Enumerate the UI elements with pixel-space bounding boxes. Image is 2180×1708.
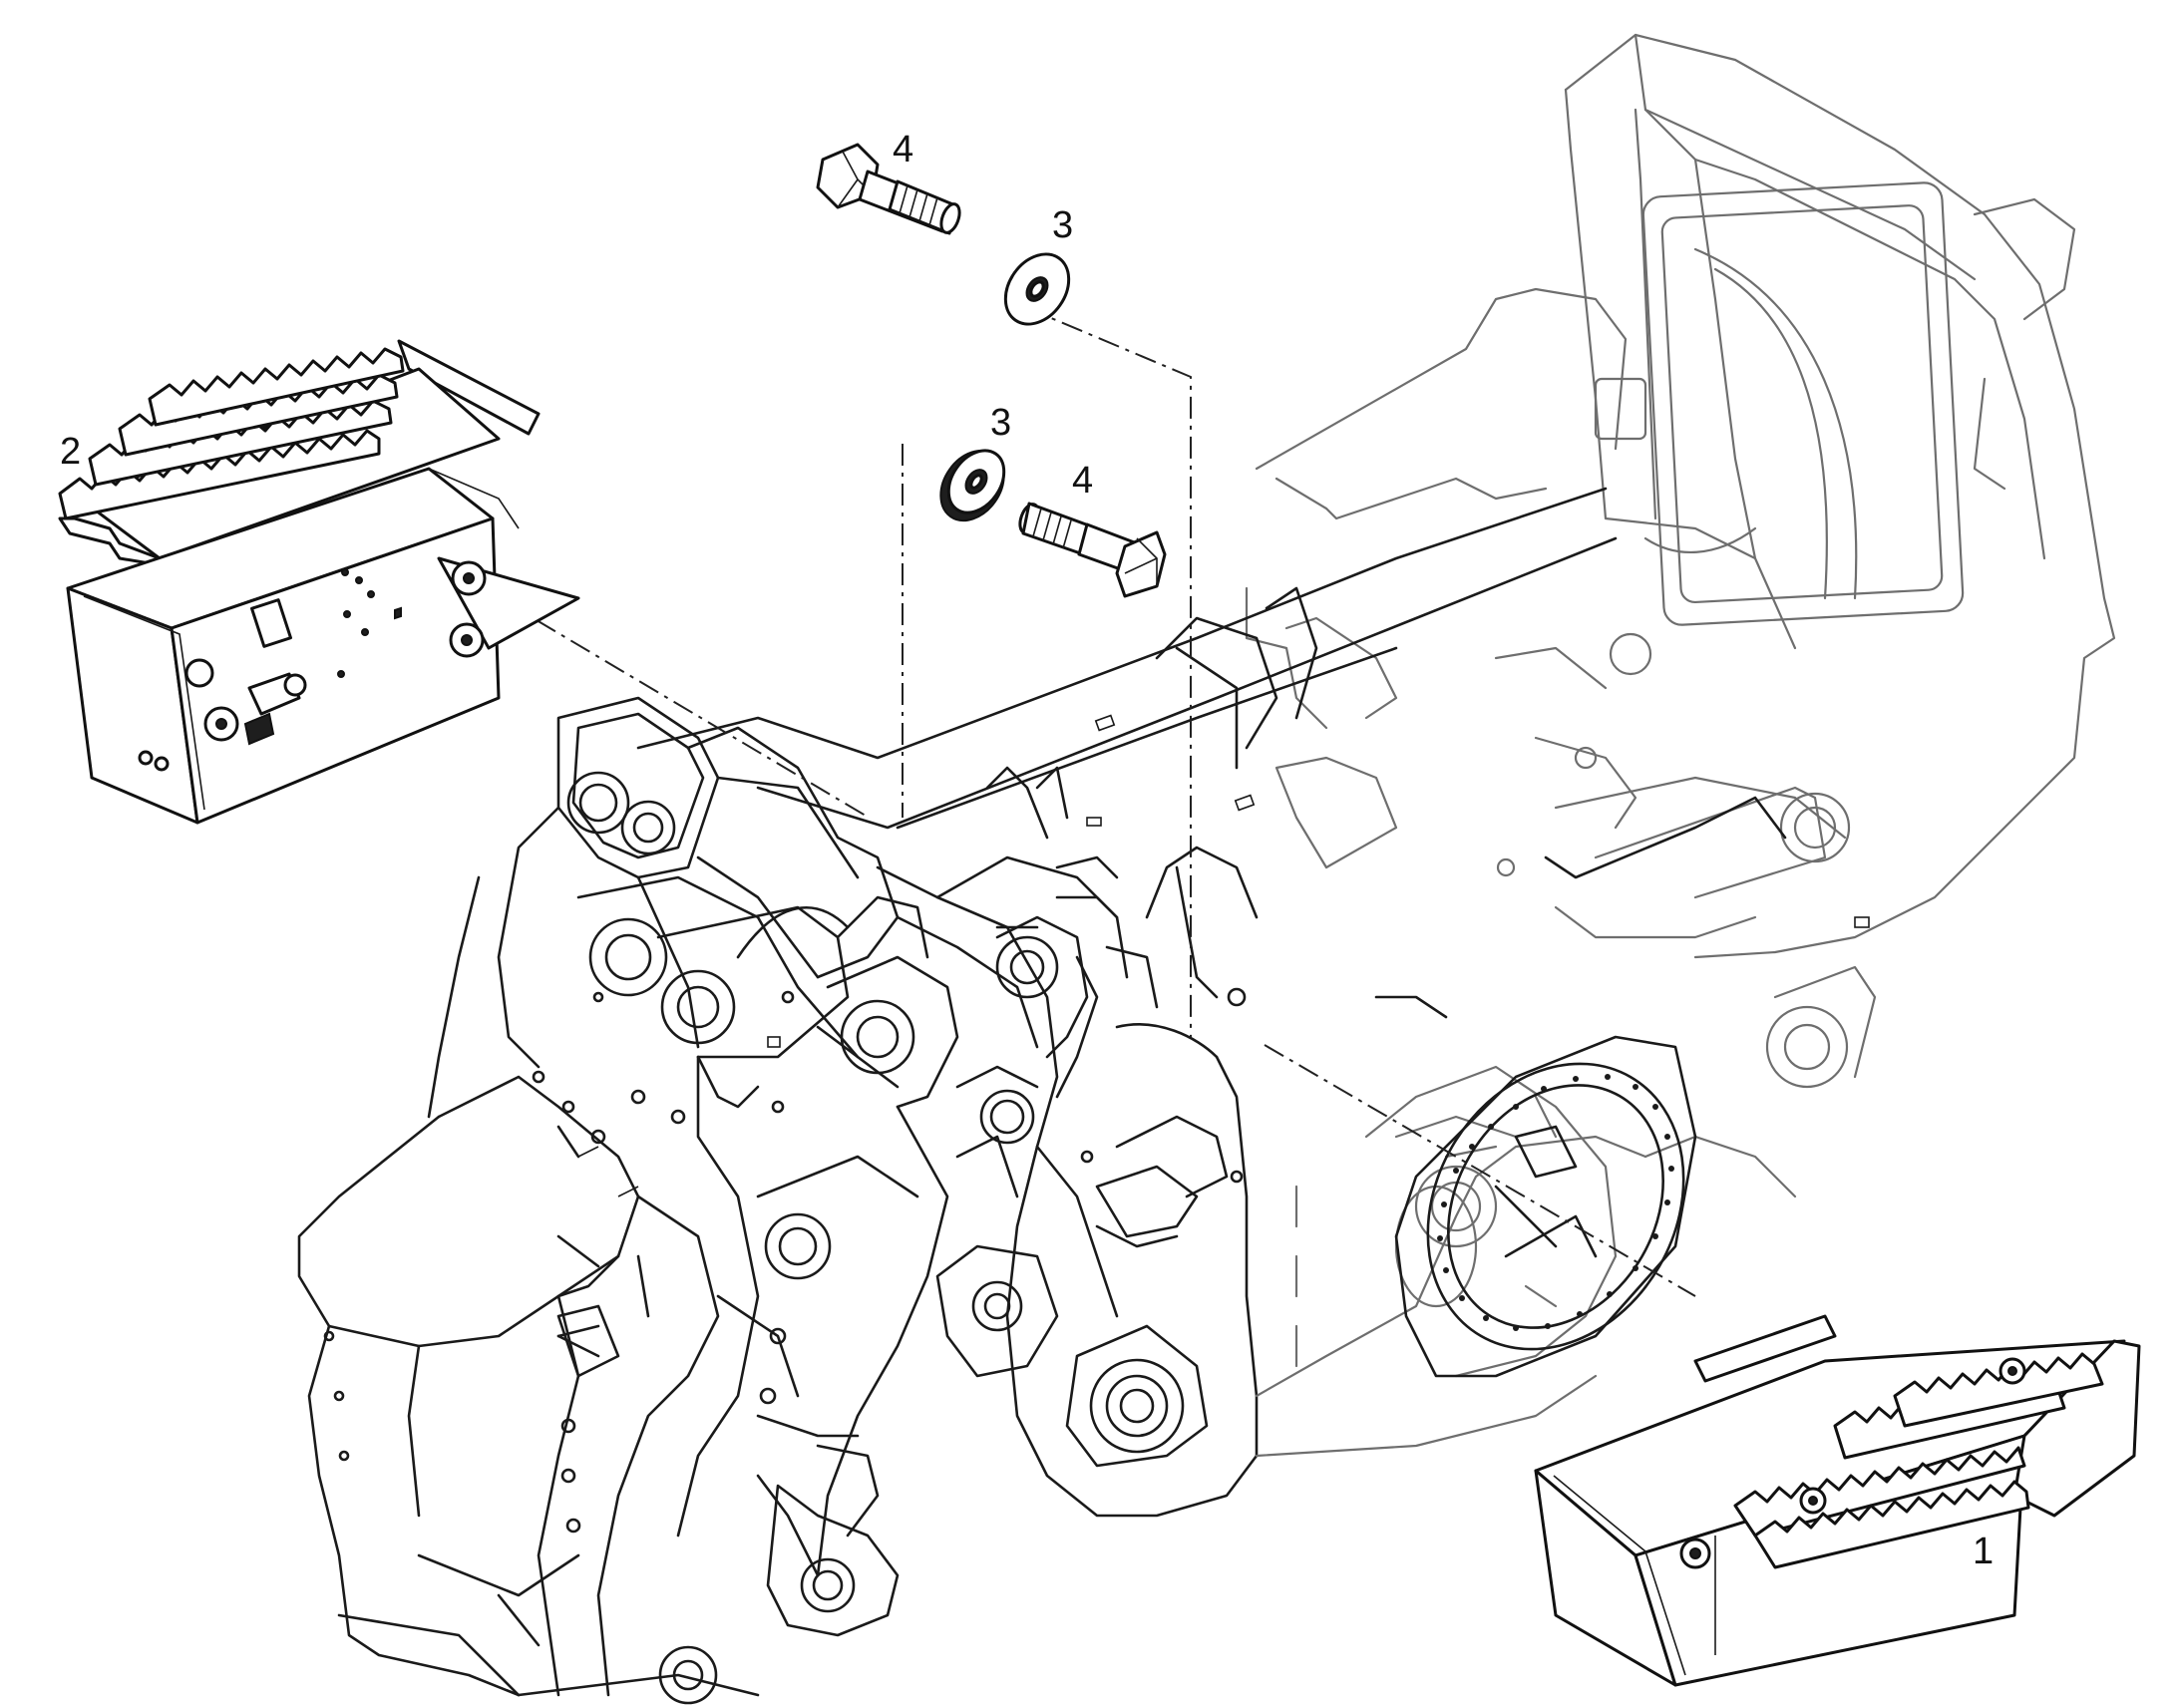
step-left-icon[interactable] — [58, 339, 580, 825]
callout-step-left: 2 — [60, 431, 81, 473]
callout-washer-top: 3 — [1052, 204, 1073, 246]
washer-icon[interactable] — [992, 242, 1081, 336]
leader-lines — [536, 306, 1696, 1297]
bolt-icon[interactable] — [1016, 502, 1167, 598]
callout-bolt-top: 4 — [893, 129, 913, 171]
bolt-icon[interactable] — [816, 143, 963, 235]
loader-frame-icon — [297, 33, 2116, 1705]
step-right-icon[interactable] — [1534, 1314, 2141, 1687]
callout-step-right: 1 — [1973, 1531, 1994, 1572]
callout-washer-middle: 3 — [990, 402, 1011, 444]
callout-bolt-middle: 4 — [1072, 460, 1093, 502]
washer-icon[interactable] — [927, 439, 1016, 532]
